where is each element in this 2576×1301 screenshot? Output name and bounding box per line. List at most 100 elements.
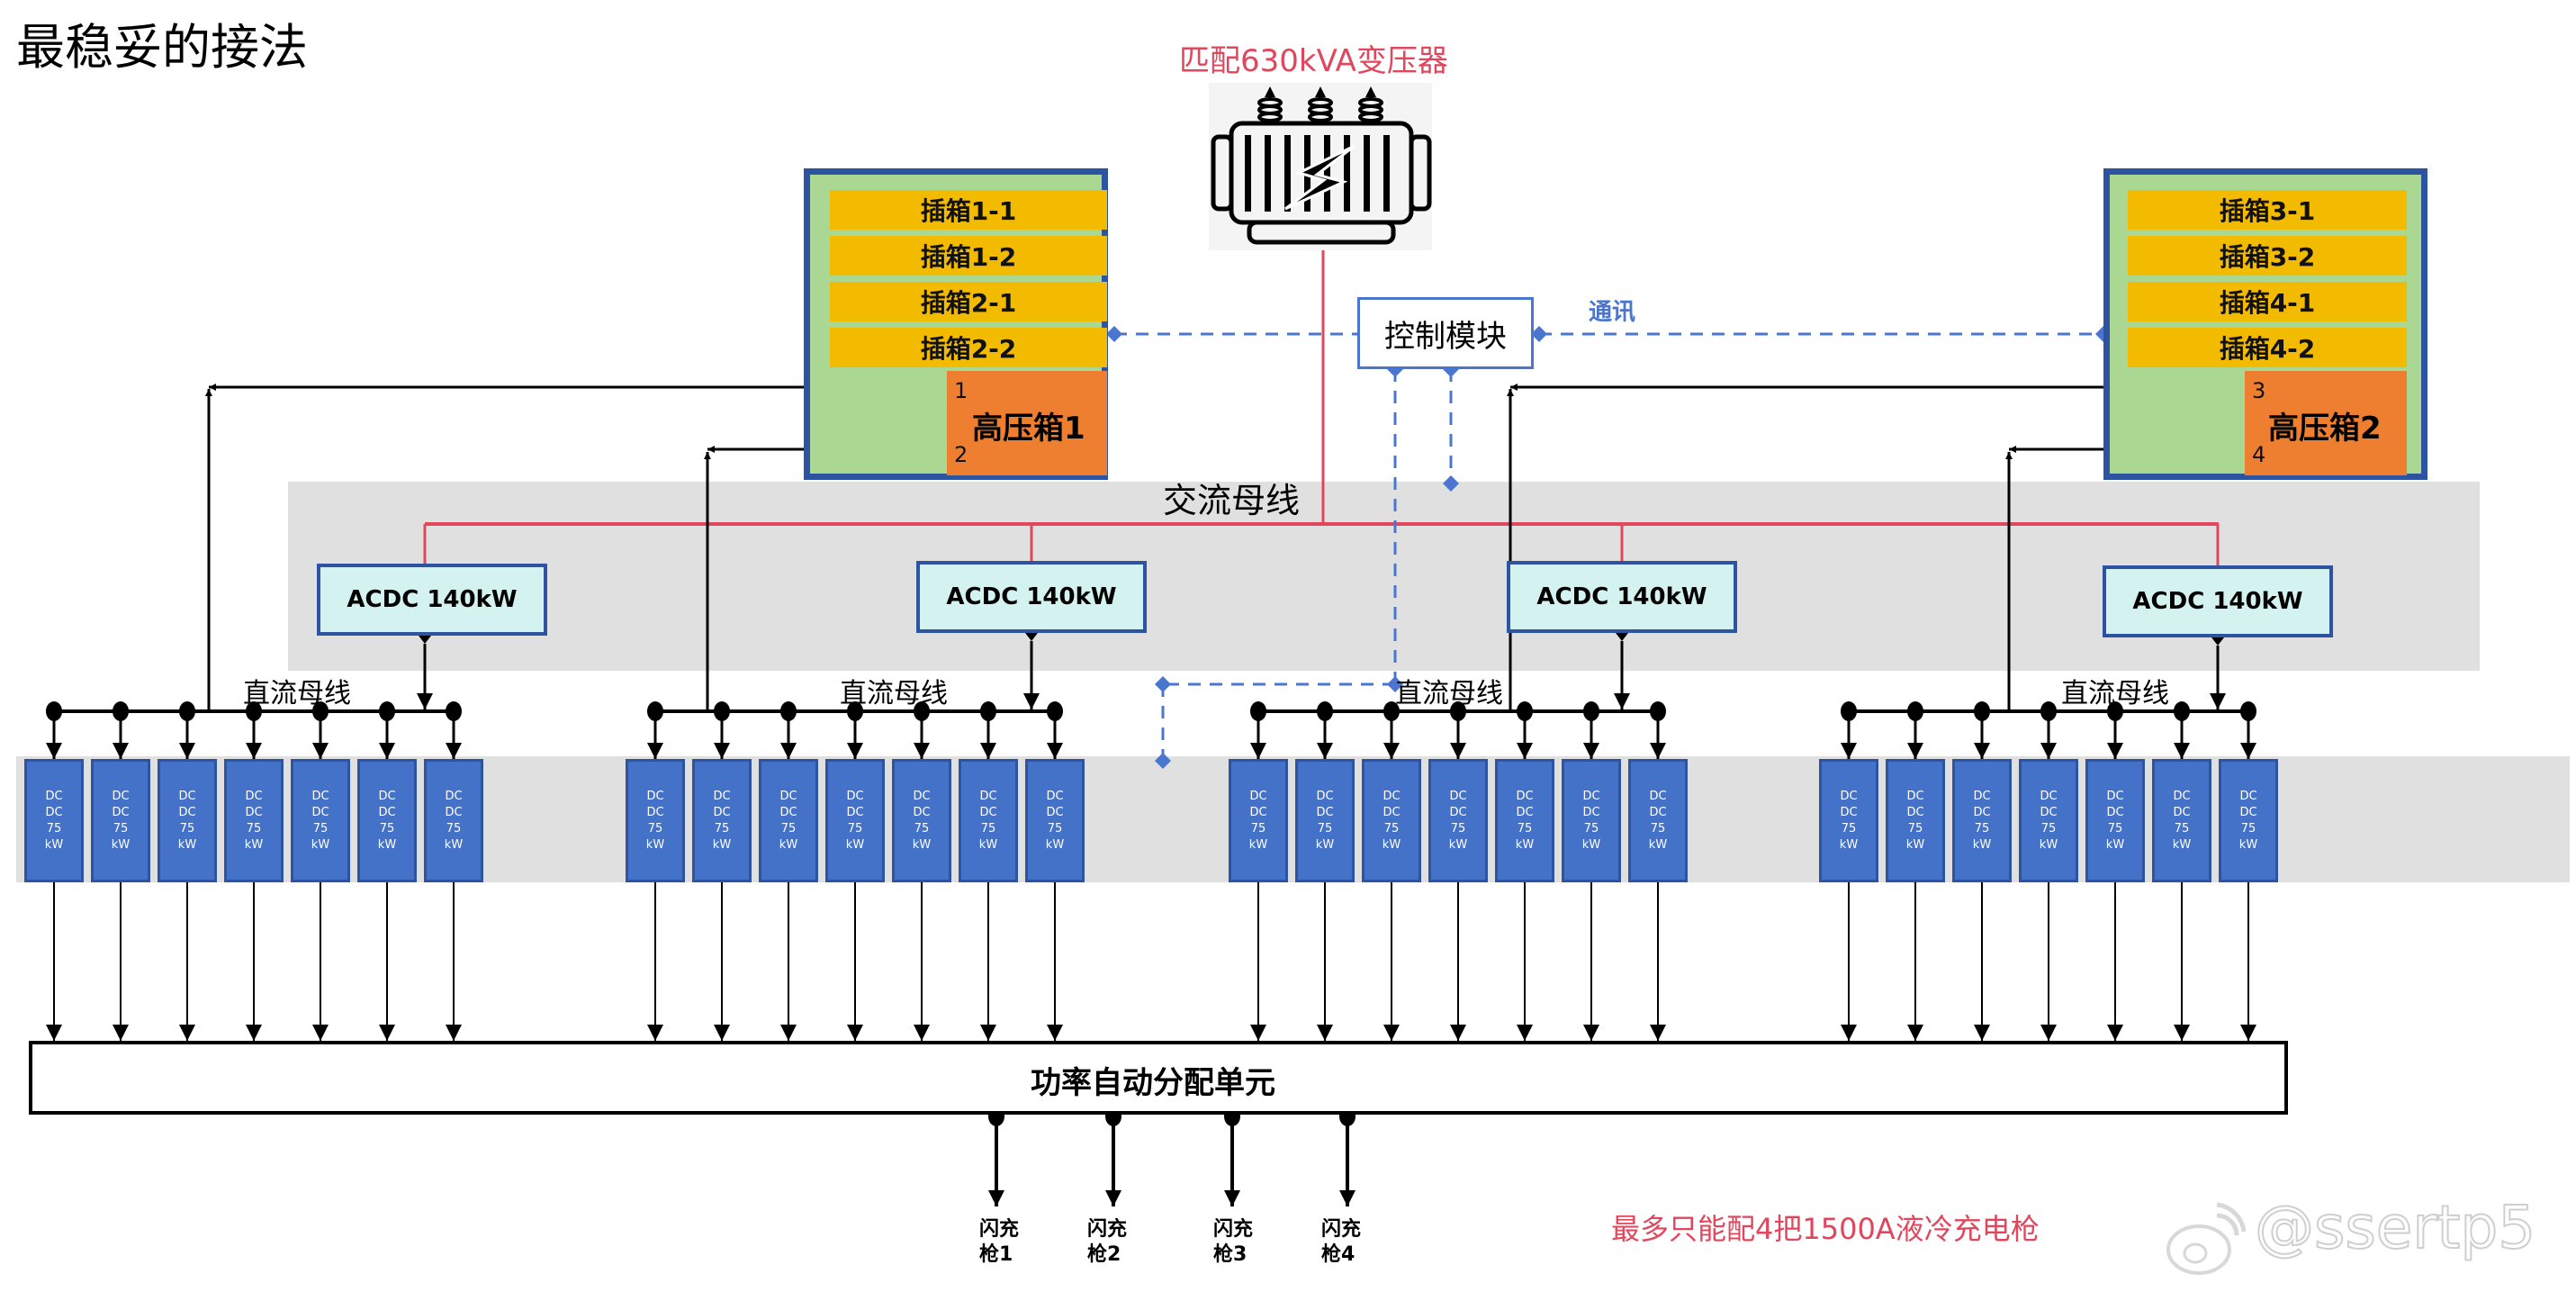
transformer-label: 匹配630kVA变压器 xyxy=(1179,43,1448,79)
dcdc-module-text: 75 xyxy=(1583,821,1599,836)
dc-bus-label-1: 直流母线 xyxy=(243,678,351,709)
slot-2-2[interactable]: 插箱2-2 xyxy=(830,328,1107,367)
slot-3-2[interactable]: 插箱3-2 xyxy=(2128,236,2407,276)
gun-2-line1: 闪充 xyxy=(1087,1218,1128,1241)
dcdc-module-text: 75 xyxy=(2240,821,2256,836)
slot-3-1[interactable]: 插箱3-1 xyxy=(2128,190,2407,230)
dcdc-module-text: 75 xyxy=(2040,821,2057,836)
power-allocation-unit-label: 功率自动分配单元 xyxy=(1031,1065,1275,1101)
dcdc-module-text: DC xyxy=(311,789,329,803)
dcdc-module-text: DC xyxy=(1316,789,1334,803)
dcdc-module-text: kW xyxy=(377,837,397,852)
dcdc-module-text: DC xyxy=(1383,805,1401,819)
dcdc-module-text: kW xyxy=(44,837,64,852)
slot-1-2[interactable]: 插箱1-2 xyxy=(830,236,1107,276)
dcdc-module-text: 75 xyxy=(113,821,129,836)
control-module[interactable]: 控制模块 xyxy=(1357,297,1534,369)
hv-box-2[interactable]: 插箱3-1 插箱3-2 插箱4-1 插箱4-2 3 高压箱2 4 xyxy=(2103,168,2427,480)
dc-bus-label-3: 直流母线 xyxy=(1395,678,1503,709)
slot-4-1[interactable]: 插箱4-1 xyxy=(2128,282,2407,321)
dcdc-module-text: kW xyxy=(1515,837,1535,852)
dcdc-module-text: DC xyxy=(45,789,63,803)
hv-box-1[interactable]: 插箱1-1 插箱1-2 插箱2-1 插箱2-2 1 高压箱1 2 xyxy=(804,168,1108,480)
dcdc-module-text: kW xyxy=(1972,837,1992,852)
dcdc-module-text: DC xyxy=(1840,789,1858,803)
dcdc-module-text: kW xyxy=(1839,837,1859,852)
port-1: 1 xyxy=(954,378,968,403)
dcdc-module-text: kW xyxy=(2039,837,2058,852)
dcdc-module-text: kW xyxy=(912,837,932,852)
flash-charge-gun-1[interactable]: 闪充枪1 xyxy=(979,1217,1019,1268)
dcdc-module-text: DC xyxy=(1906,805,1924,819)
slot-1-1[interactable]: 插箱1-1 xyxy=(830,190,1107,230)
dcdc-module-text: DC xyxy=(2239,805,2257,819)
hv-box-2-label: 高压箱2 xyxy=(2268,411,2382,447)
dcdc-module-text: 75 xyxy=(1650,821,1666,836)
dcdc-module-text: DC xyxy=(1046,805,1064,819)
page-title: 最稳妥的接法 xyxy=(16,19,308,76)
acdc-unit-4[interactable]: ACDC 140kW xyxy=(2103,565,2333,637)
dc-bus-label-2: 直流母线 xyxy=(840,678,948,709)
watermark: @ssertp5 xyxy=(2254,1192,2536,1263)
dcdc-module-text: DC xyxy=(245,789,263,803)
dcdc-module-text: kW xyxy=(177,837,197,852)
flash-charge-gun-2[interactable]: 闪充枪2 xyxy=(1087,1217,1127,1268)
port-2: 2 xyxy=(954,442,968,467)
dcdc-module-text: DC xyxy=(1449,789,1467,803)
dcdc-module-text: DC xyxy=(2239,789,2257,803)
slot-2-1[interactable]: 插箱2-1 xyxy=(830,282,1107,321)
dcdc-module-text: 75 xyxy=(246,821,262,836)
gun-1-line1: 闪充 xyxy=(979,1218,1020,1241)
slot-4-2[interactable]: 插箱4-2 xyxy=(2128,328,2407,367)
dcdc-module-text: kW xyxy=(444,837,464,852)
dcdc-module-text: 75 xyxy=(1841,821,1857,836)
dcdc-module-text: DC xyxy=(2106,789,2124,803)
flash-charge-gun-3[interactable]: 闪充枪3 xyxy=(1213,1217,1253,1268)
dcdc-module-text: 75 xyxy=(980,821,996,836)
dcdc-module-text: DC xyxy=(846,805,864,819)
comm-lines xyxy=(1114,332,2103,761)
dcdc-module-text: DC xyxy=(2106,805,2124,819)
gun-1-line2: 枪1 xyxy=(979,1243,1013,1266)
gun-3-line2: 枪3 xyxy=(1213,1243,1247,1266)
power-allocation-unit[interactable] xyxy=(29,1041,2288,1115)
acdc-unit-2[interactable]: ACDC 140kW xyxy=(916,561,1147,633)
dcdc-module-text: DC xyxy=(2040,805,2058,819)
dcdc-module-text: DC xyxy=(445,805,463,819)
flash-charge-gun-4[interactable]: 闪充枪4 xyxy=(1321,1217,1361,1268)
acdc-unit-1[interactable]: ACDC 140kW xyxy=(317,564,547,636)
dcdc-module-text: DC xyxy=(178,805,196,819)
acdc-unit-3[interactable]: ACDC 140kW xyxy=(1507,561,1737,633)
dcdc-module-text: DC xyxy=(378,789,396,803)
dcdc-module-text: DC xyxy=(1582,805,1600,819)
dcdc-module-text: kW xyxy=(244,837,264,852)
